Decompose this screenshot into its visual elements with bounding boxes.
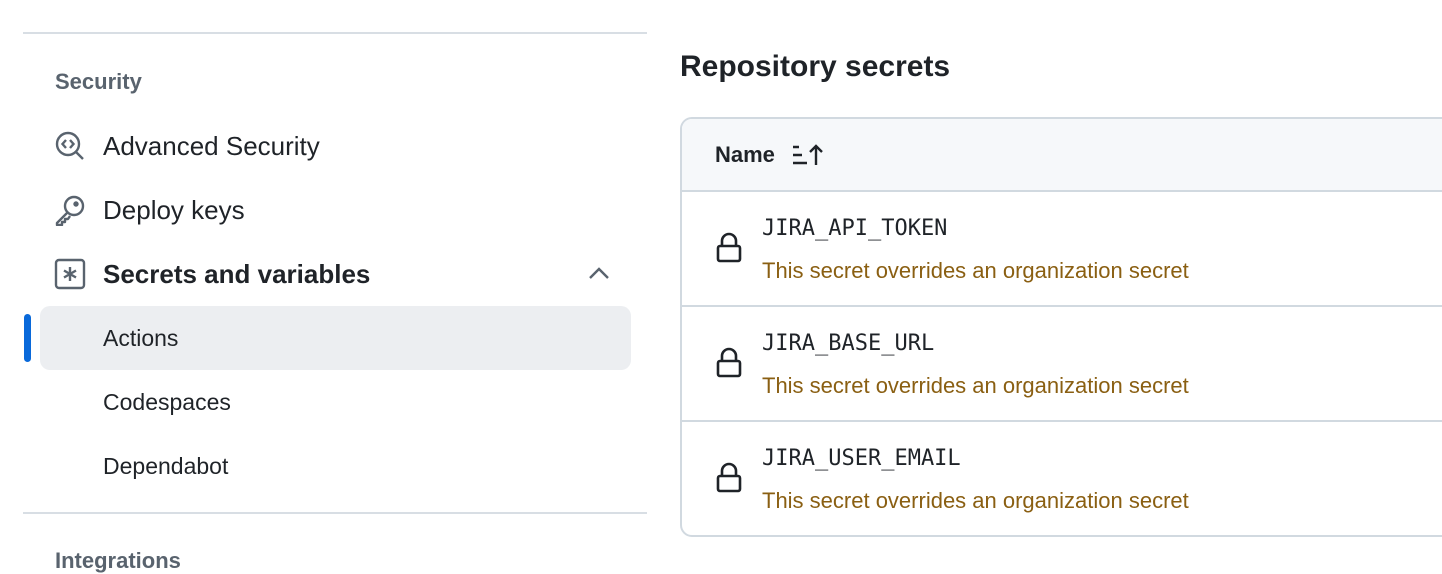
- sort-ascending-icon[interactable]: [791, 143, 825, 167]
- sidebar-item-secrets-and-variables[interactable]: Secrets and variables: [40, 242, 631, 306]
- lock-icon: [716, 232, 742, 263]
- sidebar-item-label: Codespaces: [103, 388, 231, 415]
- page-title: Repository secrets: [680, 50, 951, 83]
- sidebar-subitem-codespaces[interactable]: Codespaces: [40, 370, 631, 434]
- lock-icon: [716, 462, 742, 493]
- sidebar-subitem-actions[interactable]: Actions: [40, 306, 631, 370]
- secret-note: This secret overrides an organization se…: [762, 258, 1189, 283]
- secret-name: JIRA_API_TOKEN: [762, 216, 948, 241]
- sidebar-item-label: Deploy keys: [103, 194, 245, 225]
- sidebar-divider-top: [23, 32, 647, 34]
- active-indicator: [24, 314, 31, 362]
- section-heading-security: Security: [55, 69, 142, 94]
- sidebar-item-label: Secrets and variables: [103, 258, 371, 289]
- table-row[interactable]: JIRA_USER_EMAIL This secret overrides an…: [682, 422, 1442, 535]
- chevron-up-icon[interactable]: [588, 266, 610, 280]
- lock-icon: [716, 347, 742, 378]
- secret-name: JIRA_USER_EMAIL: [762, 446, 961, 471]
- secret-note: This secret overrides an organization se…: [762, 373, 1189, 398]
- sidebar-item-label: Advanced Security: [103, 130, 320, 161]
- table-row[interactable]: JIRA_API_TOKEN This secret overrides an …: [682, 192, 1442, 307]
- sidebar-item-label: Dependabot: [103, 452, 229, 479]
- sidebar-subitem-dependabot[interactable]: Dependabot: [40, 434, 631, 498]
- secret-name: JIRA_BASE_URL: [762, 331, 935, 356]
- sidebar-item-advanced-security[interactable]: Advanced Security: [40, 114, 631, 178]
- secret-note: This secret overrides an organization se…: [762, 488, 1189, 513]
- sidebar-item-label: Actions: [103, 324, 179, 351]
- table-row[interactable]: JIRA_BASE_URL This secret overrides an o…: [682, 307, 1442, 422]
- sidebar-item-deploy-keys[interactable]: Deploy keys: [40, 178, 631, 242]
- column-header-name: Name: [715, 141, 775, 167]
- asterisk-icon: [54, 258, 86, 290]
- codescan-icon: [55, 131, 84, 160]
- section-heading-integrations: Integrations: [55, 548, 181, 573]
- table-header[interactable]: Name: [682, 119, 1442, 192]
- sidebar-divider-bottom: [23, 512, 647, 514]
- key-icon: [55, 195, 85, 226]
- secrets-table: Name JIRA_API_TOKEN This secret override…: [680, 117, 1442, 537]
